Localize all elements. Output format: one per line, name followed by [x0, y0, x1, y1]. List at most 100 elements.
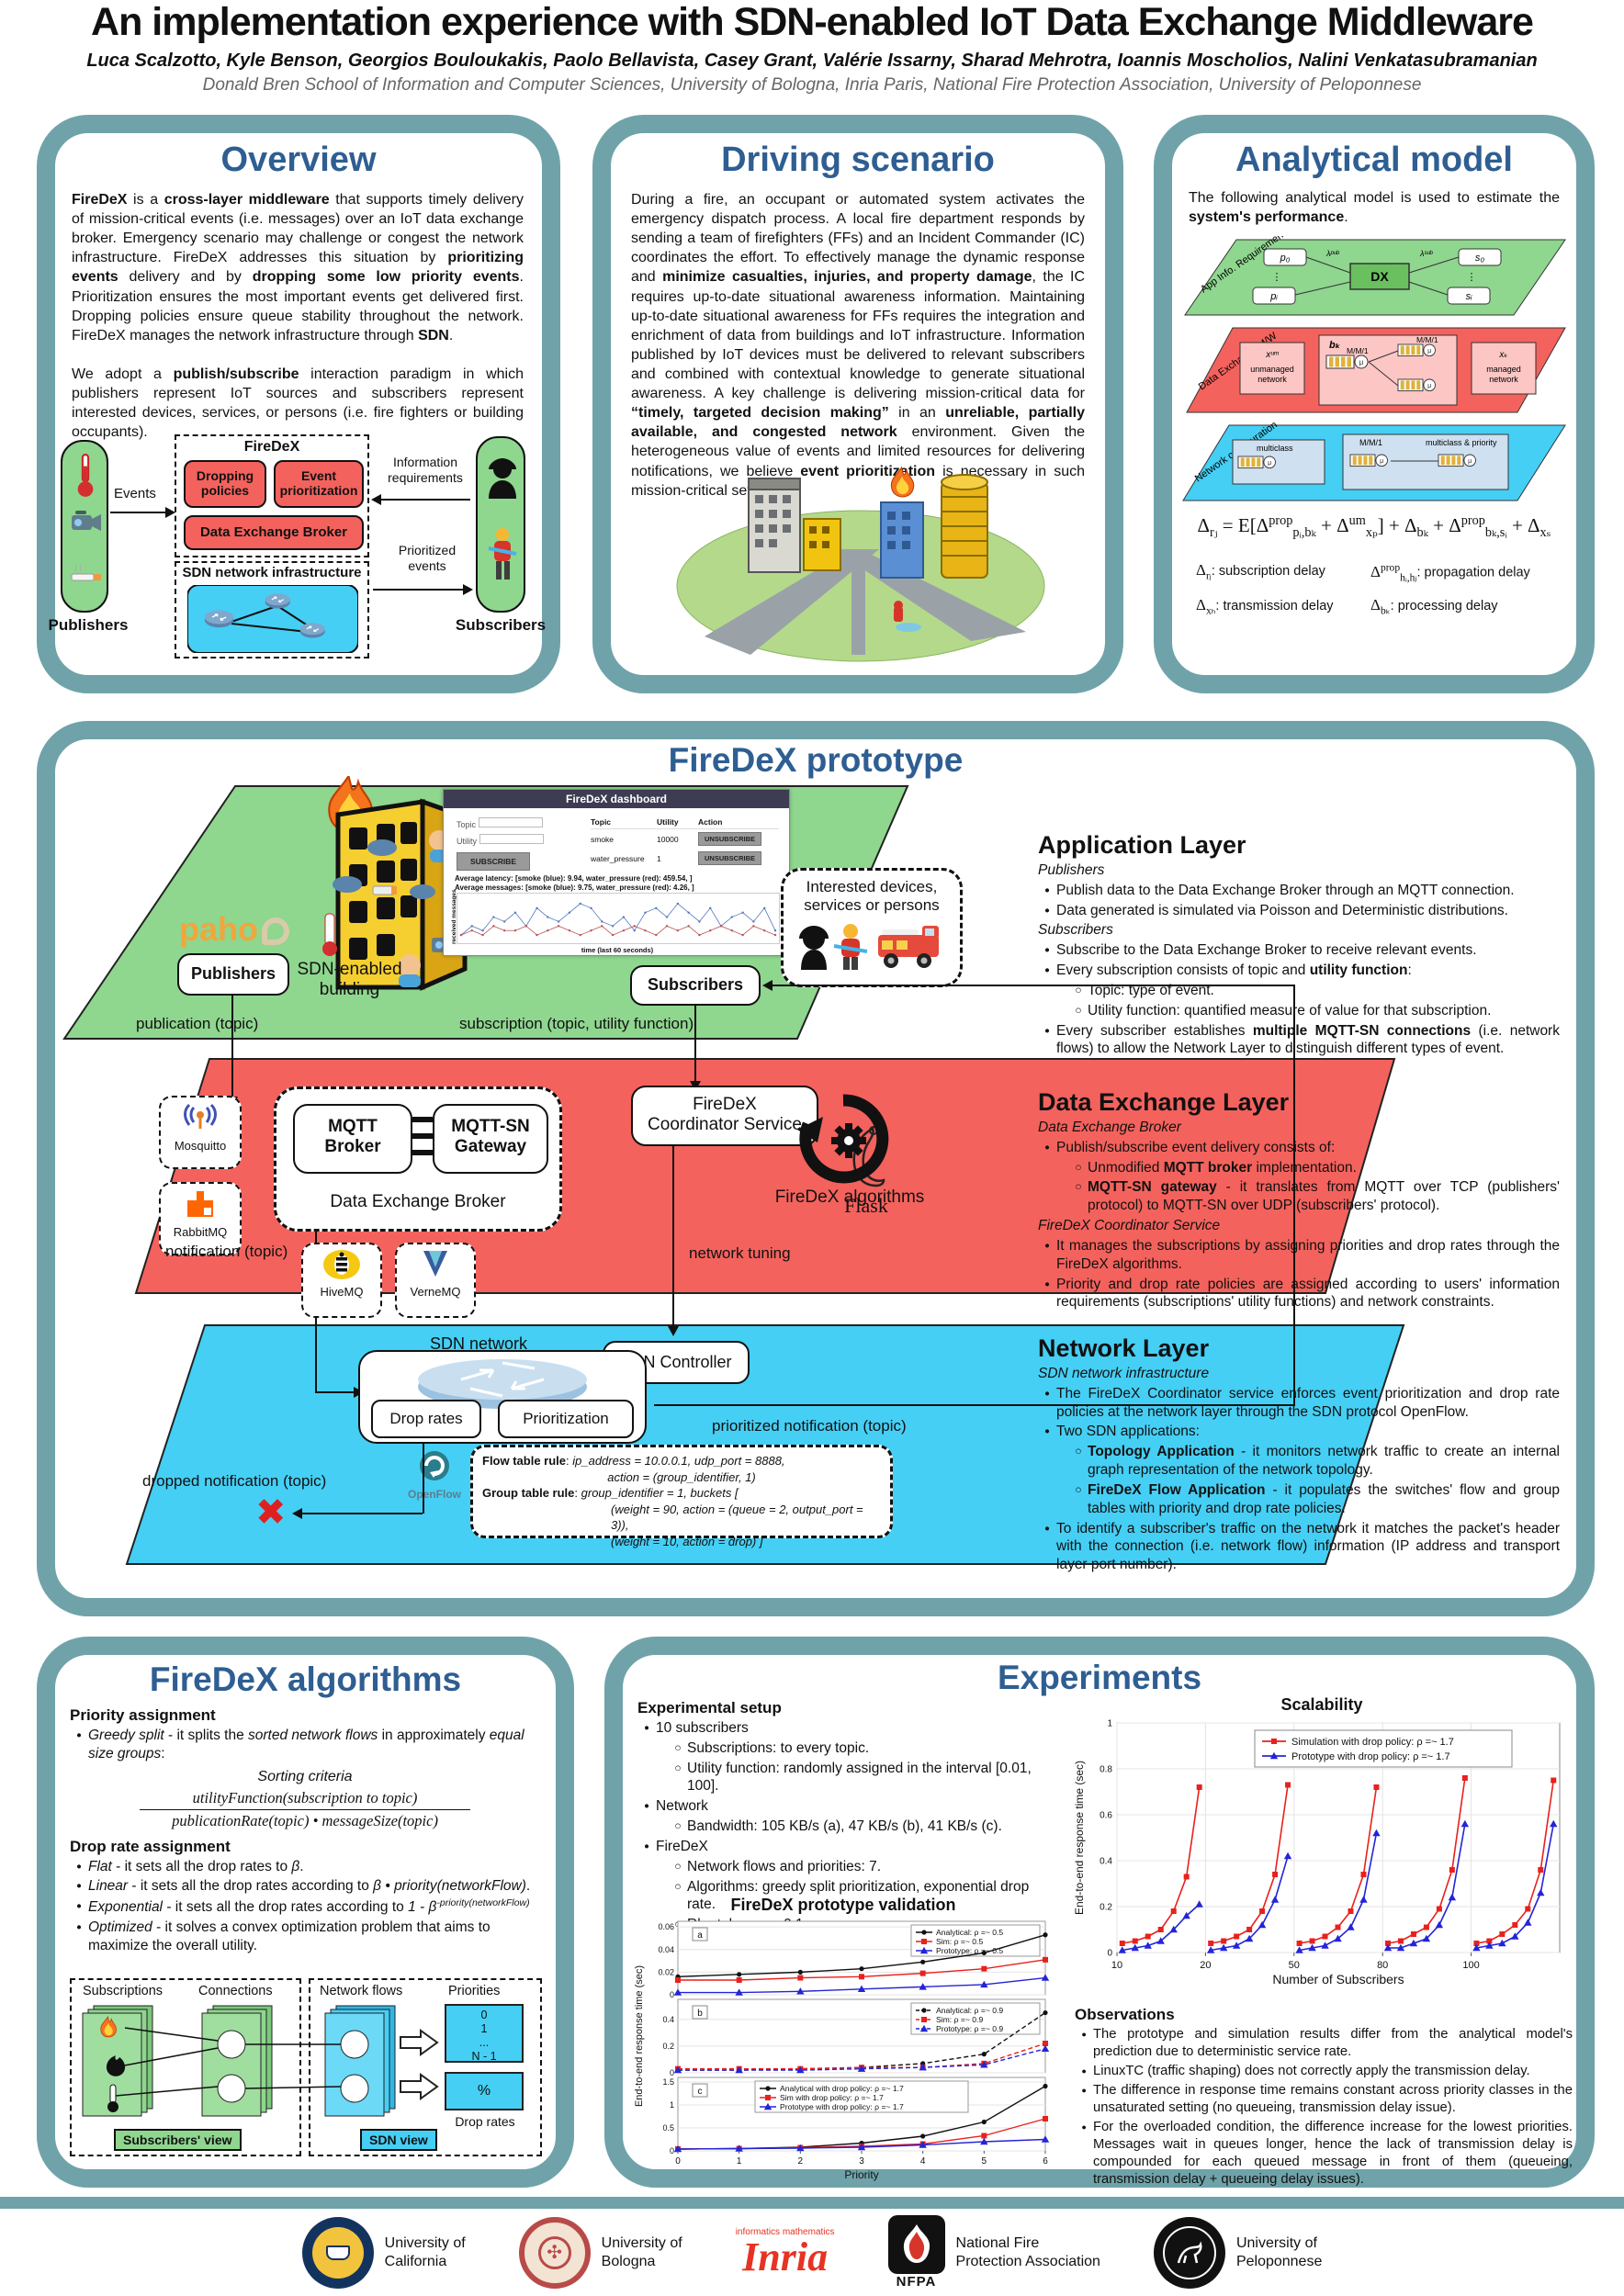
algorithms-section: FireDeX algorithms Priority assignment ●…: [37, 1637, 574, 2188]
prioritized-events-arrow: [373, 589, 465, 591]
utility-input[interactable]: [479, 834, 544, 844]
bullet-item: SDN network infrastructure: [1038, 1366, 1210, 1381]
bullet-item: ●Data generated is simulated via Poisson…: [1044, 902, 1508, 918]
overview-paragraph-1: FireDeX is a cross-layer middleware that…: [72, 192, 524, 343]
subscribers-pill: [476, 436, 525, 613]
router-icon: [367, 839, 397, 856]
svg-text:p₀: p₀: [1280, 253, 1291, 264]
observations-heading: Observations: [1075, 2006, 1175, 2023]
svg-text:0.04: 0.04: [658, 1945, 674, 1954]
algorithms-diagram: Subscriptions Connections Network flows …: [70, 1978, 544, 2158]
data-exchange-broker-box: Data Exchange Broker: [184, 515, 364, 550]
bullet-item: ○MQTT-SN gateway - it translates from MQ…: [1075, 1179, 1560, 1214]
driving-scenario-section: Driving scenario During a fire, an occup…: [592, 115, 1123, 693]
bullet-item: ●10 subscribers: [644, 1720, 749, 1736]
mosquitto-box: Mosquitto: [159, 1096, 242, 1169]
bullet-item: ●FireDeX: [644, 1838, 708, 1854]
network-tuning-label: network tuning: [689, 1244, 791, 1262]
application-layer-text: Application Layer Publishers●Publish dat…: [1038, 831, 1560, 1057]
thermometer-icon: [324, 913, 335, 946]
bullet-item: ○FireDeX Flow Application - it populates…: [1075, 1481, 1560, 1516]
poster-authors: Luca Scalzotto, Kyle Benson, Georgios Bo…: [86, 51, 1538, 71]
network-flows-label: Network flows: [320, 1984, 403, 1998]
bullet-item: ●Flat - it sets all the drop rates to β.: [76, 1858, 304, 1874]
svg-text:0: 0: [675, 2156, 681, 2167]
bullet-item: Data Exchange Broker: [1038, 1120, 1181, 1135]
bullet-item: ●Every subscriber establishes multiple M…: [1044, 1022, 1560, 1057]
svg-text:Prototype: ρ =~ 0.9: Prototype: ρ =~ 0.9: [936, 2024, 1003, 2033]
dropped-x-icon: ✖: [255, 1492, 287, 1533]
topic-input[interactable]: [478, 817, 543, 827]
dashboard-chart: [457, 893, 780, 944]
svg-text:Analytical with drop policy: ρ: Analytical with drop policy: ρ =~ 1.7: [780, 2084, 904, 2093]
unsubscribe-button[interactable]: UNSUBSCRIBE: [698, 832, 762, 846]
router-icon: [264, 592, 291, 610]
bullet-item: ●LinuxTC (traffic shaping) does not corr…: [1081, 2063, 1530, 2078]
unsubscribe-button[interactable]: UNSUBSCRIBE: [698, 851, 762, 865]
poster-title: An implementation experience with SDN-en…: [91, 0, 1534, 44]
legend-item: Δxₕ: transmission delay: [1196, 596, 1334, 617]
subscription-label: subscription (topic, utility function): [459, 1015, 694, 1032]
bologna-seal-icon: ✣: [518, 2216, 591, 2289]
svg-text:0.4: 0.4: [1100, 1857, 1112, 1867]
svg-text:M/M/1: M/M/1: [1359, 438, 1382, 447]
svg-text:0.8: 0.8: [1100, 1765, 1112, 1775]
bullet-item: ●Optimized - it solves a convex optimiza…: [76, 1919, 491, 1954]
svg-text:λˢᵘᵇ: λˢᵘᵇ: [1419, 249, 1434, 258]
hivemq-icon: [323, 1250, 360, 1279]
firedex-dashboard: FireDeX dashboard Topic Utility SUBSCRIB…: [443, 789, 790, 956]
svg-text:unmanaged: unmanaged: [1250, 365, 1294, 374]
bullet-item: ●It manages the subscriptions by assigni…: [1044, 1237, 1560, 1272]
flask-logo: Flask: [825, 1125, 908, 1218]
analytical-title: Analytical model: [1235, 141, 1513, 179]
uc-seal-icon: [301, 2216, 374, 2289]
svg-text:Sim: ρ =~ 0.5: Sim: ρ =~ 0.5: [936, 1937, 983, 1946]
priority-assignment-heading: Priority assignment: [70, 1706, 216, 1724]
legend-item: Δrⱼ: subscription delay: [1196, 561, 1325, 582]
hivemq-box: HiveMQ: [301, 1243, 382, 1318]
svg-text:⋮: ⋮: [1467, 272, 1477, 283]
router-icon: [410, 884, 435, 899]
dashboard-title: FireDeX dashboard: [444, 790, 789, 808]
bullet-item: ○Unmodified MQTT broker implementation.: [1075, 1159, 1357, 1176]
svg-text:a: a: [697, 1930, 703, 1941]
rabbitmq-box: RabbitMQ: [159, 1182, 242, 1255]
driving-paragraph: During a fire, an occupant or automated …: [631, 192, 1086, 499]
bullet-item: Publishers: [1038, 862, 1105, 878]
router-icon: [204, 609, 234, 628]
circular-arrows-gear-icon: [797, 1094, 889, 1184]
hydrant-icon: [894, 601, 921, 632]
experiments-section: Experiments Experimental setup ●10 subsc…: [604, 1637, 1595, 2188]
bullet-item: ○Utility function: randomly assigned in …: [674, 1760, 1032, 1795]
utility-field-label: Utility: [457, 837, 477, 846]
svg-text:managed: managed: [1486, 365, 1521, 374]
firefighter-silhouette-icon: [489, 458, 516, 499]
bullet-item: ●Greedy split - it splits the sorted net…: [76, 1728, 524, 1761]
subscribe-button[interactable]: SUBSCRIBE: [457, 852, 531, 871]
bullet-item: ○Algorithms: greedy split prioritization…: [674, 1878, 1030, 1913]
svg-text:1: 1: [670, 2100, 674, 2110]
bullet-item: ●Publish/subscribe event delivery consis…: [1044, 1139, 1336, 1155]
firefighter-icon: [488, 528, 517, 580]
bullet-item: ●The difference in response time remains…: [1081, 2082, 1573, 2115]
sorting-fraction: utilityFunction(subscription to topic) p…: [140, 1789, 470, 1830]
cigarette-icon: [71, 564, 101, 581]
firefighter-icon: [833, 924, 868, 970]
svg-text:pᵢ: pᵢ: [1269, 291, 1278, 302]
bullet-item: ○Utility function: quantified measure of…: [1075, 1002, 1492, 1019]
video-camera-icon: [72, 511, 101, 531]
droplet-icon: [106, 2055, 126, 2077]
svg-text:s₀: s₀: [1475, 253, 1485, 264]
dashboard-form: Topic Utility SUBSCRIBE: [457, 817, 544, 871]
svg-text:0: 0: [670, 2146, 674, 2155]
network-flows-stack: [324, 2005, 396, 2117]
city-fire-illustration: [676, 467, 1045, 662]
svg-text:0.4: 0.4: [662, 2015, 674, 2024]
svg-text:network: network: [1489, 375, 1518, 384]
